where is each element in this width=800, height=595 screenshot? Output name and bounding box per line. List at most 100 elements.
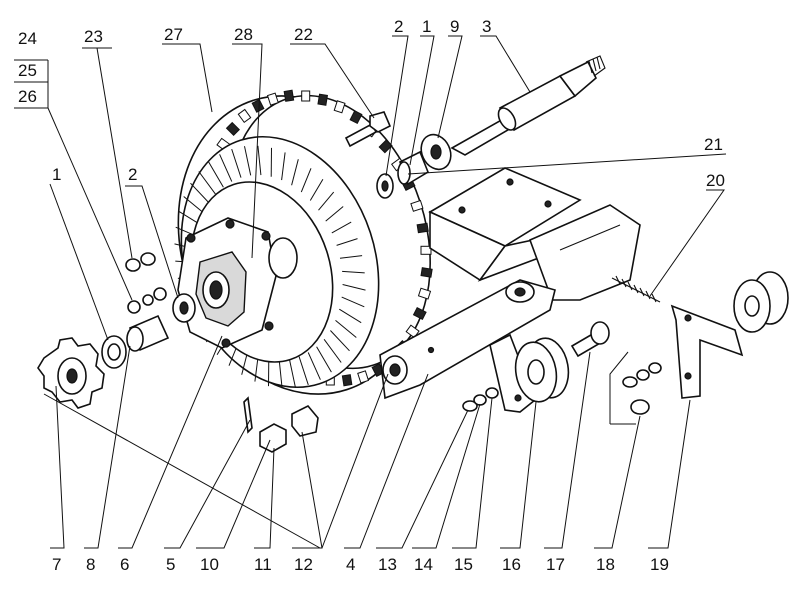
sidewall-rib (190, 182, 210, 204)
callout-12: 12 (294, 555, 313, 574)
tread-block (412, 306, 427, 321)
leader-13 (376, 409, 469, 549)
leader-18-bracket (609, 351, 636, 425)
callout-25: 25 (18, 61, 37, 80)
sidewall-rib (342, 284, 366, 291)
leader-21 (407, 153, 727, 175)
sidewall-rib (219, 154, 233, 182)
leader-3 (480, 35, 531, 93)
sidewall-rib (318, 191, 335, 211)
washer-18-large (630, 399, 650, 415)
nut-24 (127, 300, 141, 314)
bottom-hardware (243, 396, 319, 453)
callout-20: 20 (706, 171, 725, 190)
cap-12 (291, 405, 319, 437)
leader-8 (84, 345, 131, 549)
callout-17: 17 (546, 555, 565, 574)
tread-block (251, 98, 265, 113)
seal-ring-bore (381, 180, 389, 192)
callout-21: 21 (704, 135, 723, 154)
nut-26 (153, 287, 167, 301)
tread-block (237, 108, 252, 123)
bearing-2-bore (179, 301, 189, 315)
bracket-hole (506, 178, 514, 186)
mounting-bracket (428, 167, 641, 301)
axle-assembly (344, 55, 606, 199)
callout-2-top: 2 (394, 17, 403, 36)
tread-block (420, 245, 432, 255)
cotter-pin (243, 396, 253, 434)
tread-block (420, 267, 433, 278)
pulley-bracket-19 (611, 271, 789, 399)
callout-15: 15 (454, 555, 473, 574)
sprocket-bore (66, 368, 78, 384)
sidewall-rib (336, 238, 358, 246)
axle-neck (558, 60, 597, 98)
tread-block (301, 90, 311, 102)
sidewall-rib (231, 148, 242, 178)
tread-block (378, 139, 393, 154)
l-bracket-hole (684, 314, 692, 322)
arm-pivot-hole (514, 287, 526, 297)
tread-block (416, 222, 429, 234)
leader-5 (164, 419, 251, 549)
leader-9 (437, 35, 463, 139)
nut-18b (636, 369, 650, 381)
leader-20 (649, 189, 725, 297)
bolt-head (369, 111, 392, 133)
castle-nut (259, 423, 287, 453)
leader-17 (544, 351, 591, 549)
axle-thread-lines (588, 56, 601, 74)
leader-14 (412, 403, 481, 549)
tread-block (405, 324, 420, 339)
sidewall-rib (330, 330, 350, 352)
washer-14 (473, 394, 487, 406)
bolt-17 (570, 321, 610, 358)
pulley-hub (744, 295, 760, 317)
leader-2-top (385, 35, 409, 177)
sidewall-rib (278, 358, 283, 389)
l-bracket-hole (684, 372, 692, 380)
sidewall-rib (291, 159, 299, 186)
pulley-hub (527, 359, 545, 385)
nut-23a (125, 258, 141, 272)
arm-link-hole (514, 394, 522, 402)
axle-shoulder (497, 107, 517, 131)
callout-6: 6 (120, 555, 129, 574)
sidewall-rib (244, 146, 252, 176)
bracket-hole (544, 200, 552, 208)
hub-bore-inner (209, 280, 223, 300)
leader-10 (196, 439, 271, 549)
tread-block (410, 199, 424, 212)
pulley-16 (514, 337, 570, 403)
tread-block (357, 370, 370, 384)
callout-24: 24 (18, 29, 37, 48)
tread-block (341, 374, 353, 387)
washer-18 (648, 362, 662, 374)
nut-23b (140, 252, 156, 266)
spring-coils (615, 275, 657, 303)
callout-11: 11 (254, 555, 272, 574)
callout-labels: 24 25 26 23 27 28 22 2 1 9 3 21 20 2 1 7… (18, 17, 725, 574)
sidewall-rib (342, 270, 365, 274)
sidewall-rib (331, 221, 352, 234)
sidewall-rib (335, 320, 357, 338)
sidewall-rib (325, 206, 344, 222)
callout-10: 10 (200, 555, 219, 574)
leader-2-left (125, 185, 179, 299)
frame-edge (559, 224, 621, 251)
sidewall-rib (300, 168, 312, 193)
l-bracket (670, 304, 744, 399)
arm-hole (427, 346, 435, 354)
callout-16: 16 (502, 555, 521, 574)
leader-18 (594, 415, 641, 549)
callout-4: 4 (346, 555, 355, 574)
tread-block (266, 92, 279, 106)
leader-15 (452, 397, 493, 549)
sidewall-rib (257, 145, 262, 176)
leader-27 (162, 43, 213, 113)
left-hardware (37, 252, 196, 409)
callout-5: 5 (166, 555, 175, 574)
leader-28 (232, 43, 263, 259)
